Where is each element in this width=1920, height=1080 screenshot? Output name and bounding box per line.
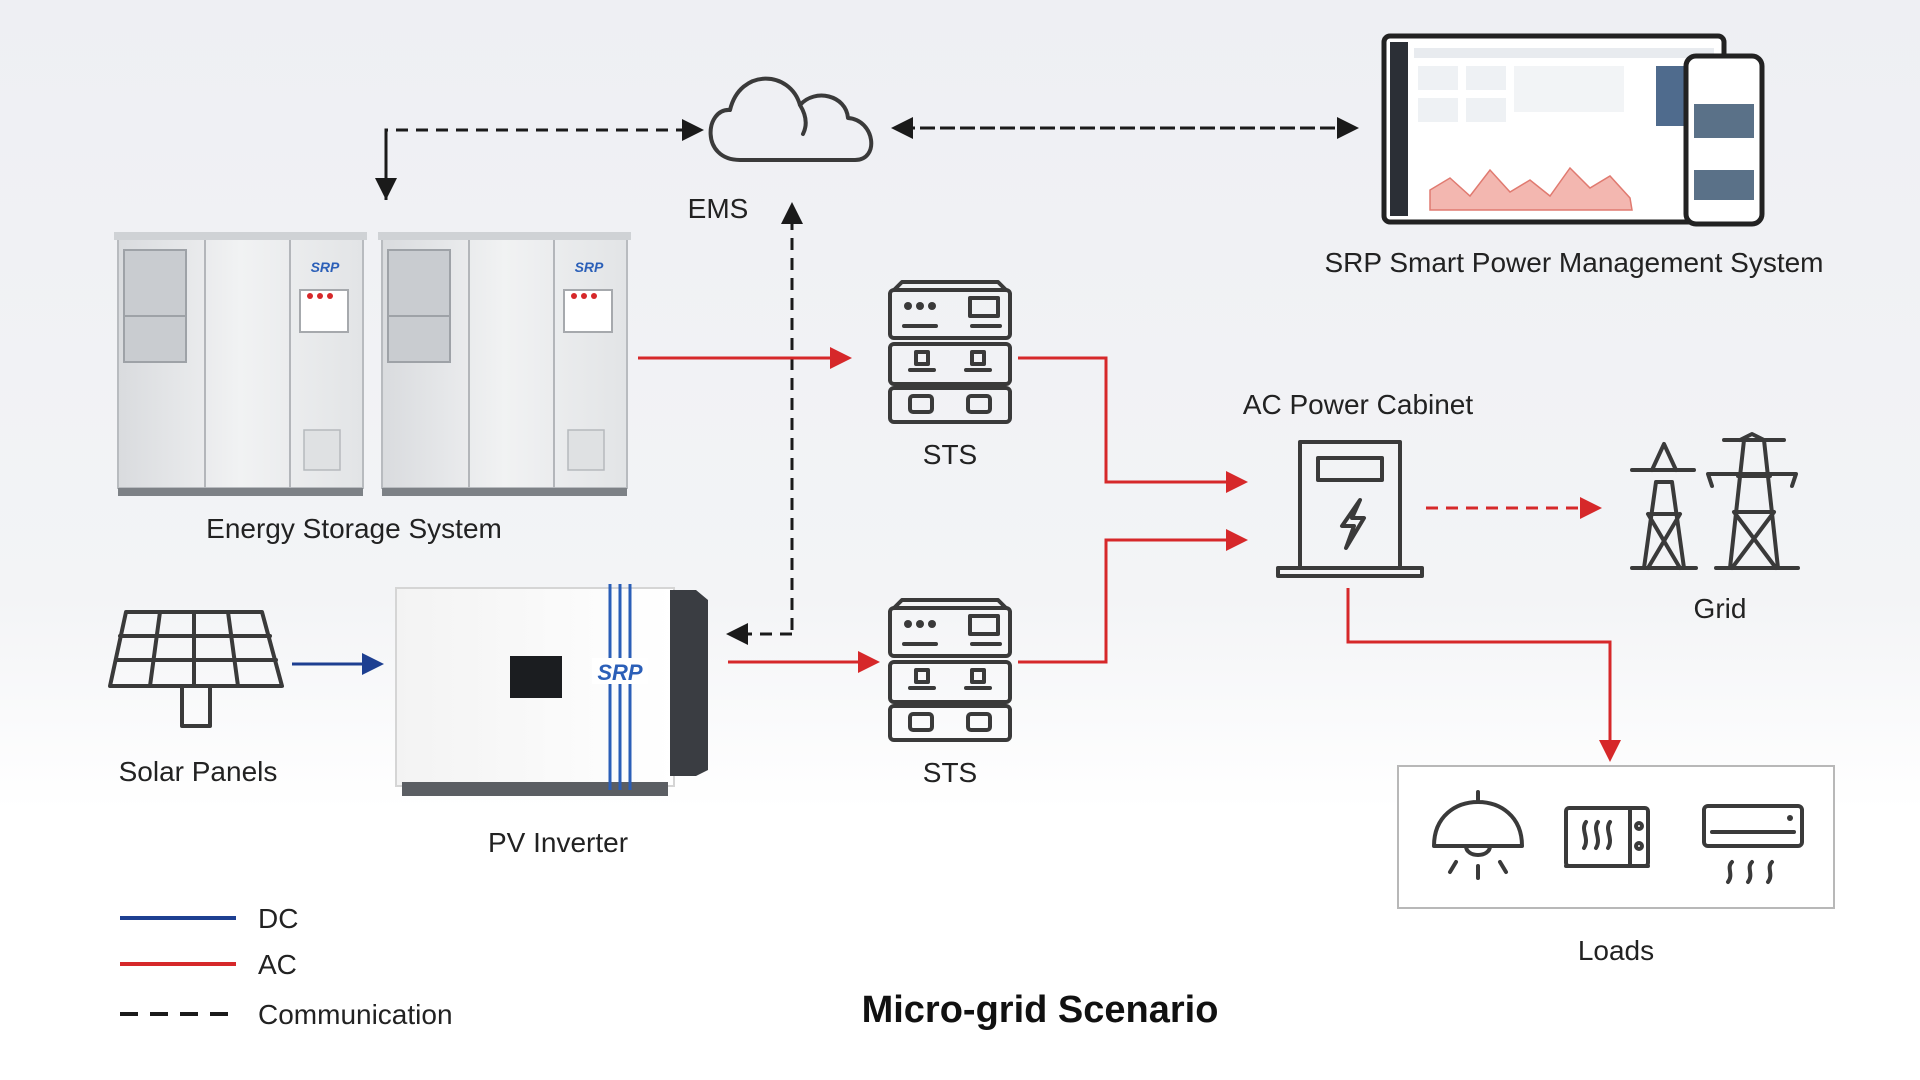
sts-switch-icon [888,280,1012,424]
ceiling-lamp-icon [1432,790,1524,880]
storage-cabinet-left [114,232,367,496]
ac-sts-top-to-cabinet [1018,356,1248,493]
legend-ac-label: AC [258,949,297,980]
monitor-chart [1429,166,1633,211]
legend: DC AC Communication [120,903,453,1030]
diagram-title: Micro-grid Scenario [862,989,1219,1031]
storage-cabinet-right [378,232,631,496]
cloud-icon [708,76,874,162]
legend-comm-label: Communication [258,999,453,1030]
sts-bottom-label: STS [923,757,977,788]
air-conditioner-icon [1702,804,1804,884]
solar-panel-icon [108,610,284,728]
monitor-header [1414,48,1714,58]
storage-logo-right: SRP [575,259,604,275]
ac-cabinet-icon [1276,440,1424,578]
storage-label: Energy Storage System [206,513,502,544]
grid-label: Grid [1694,593,1747,624]
comm-ems-to-storage-top [384,119,704,200]
phone-photo-bottom [1694,170,1754,200]
smart-system-label: SRP Smart Power Management System [1324,247,1823,278]
ems-label: EMS [688,193,749,224]
ac-cabinet-label: AC Power Cabinet [1243,389,1474,420]
storage-logo-left: SRP [311,259,340,275]
pv-inverter [395,584,708,796]
sts-top-label: STS [923,439,977,470]
legend-dc-label: DC [258,903,298,934]
inverter-logo: SRP [597,660,643,685]
loads-box [1397,765,1835,909]
smart-system-screens [1381,33,1765,227]
monitor-sidebar [1390,42,1408,216]
energy-storage-cabinets: SRP SRP [114,232,631,496]
solar-label: Solar Panels [119,756,278,787]
ac-sts-bottom-to-cabinet [1018,529,1248,664]
sts-switch-icon [888,598,1012,742]
inverter-label: PV Inverter [488,827,628,858]
communication-links [375,117,1359,645]
ac-links [638,347,1621,762]
power-tower-icon [1630,432,1800,570]
ac-cabinet-to-loads [1346,588,1621,762]
phone-photo-top [1694,104,1754,138]
microwave-icon [1564,806,1650,868]
loads-label: Loads [1578,935,1654,966]
